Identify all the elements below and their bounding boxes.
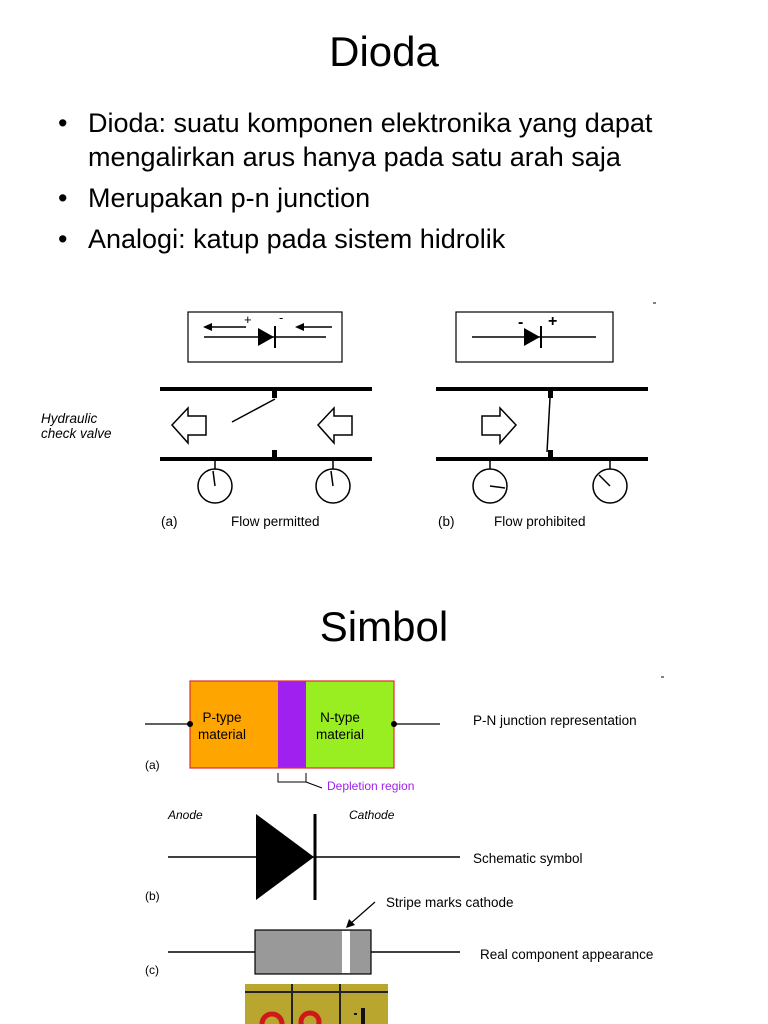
panel-b-letter: (b) [438,514,455,529]
diode-box-b [455,311,614,363]
arrow-pointer-icon [346,919,355,928]
figure-a-letter: (a) [145,758,160,772]
cathode-label: Cathode [349,808,395,822]
stripe-marks-cathode-caption: Stripe marks cathode [386,895,514,910]
bullet-item: •Merupakan p-n junction [58,183,371,213]
flow-arrow-left-icon [170,406,207,445]
diode-triangle-icon [258,328,274,346]
bullet-item: •Dioda: suatu komponen elektronika yang … [58,108,653,172]
depletion-region-label: Depletion region [327,779,415,793]
minus-label: - [518,314,524,331]
figure-c-letter: (c) [145,963,159,977]
schematic-symbol-caption: Schematic symbol [473,851,583,866]
diode-schematic-symbol [168,814,460,900]
bullet-item: •Analogi: katup pada sistem hidrolik [58,224,506,254]
pn-junction-caption: P-N junction representation [473,713,637,728]
p-type-region [190,681,278,768]
pipe-b [436,387,648,504]
flow-prohibited-caption: Flow prohibited [494,514,586,529]
bullet-dot-icon: • [58,183,68,213]
panel-a-letter: (a) [161,514,178,529]
flow-permitted-caption: Flow permitted [231,514,320,529]
plus-label: + [244,312,252,327]
minus-label: - [279,310,284,325]
slide-title-dioda: Dioda [329,28,439,75]
diode-triangle-icon [524,328,540,346]
diode-box-a [187,311,343,363]
p-type-label: P-type material [197,710,246,742]
plus-label: + [548,313,558,330]
diode-component [168,901,460,975]
flow-arrow-right-icon [481,406,518,445]
photo-fragment [245,984,388,1024]
arrow-left-icon [203,323,212,331]
diode-triangle-icon [256,814,314,900]
pipe-a [160,387,372,504]
depletion-region [278,681,306,768]
bullet-dot-icon: • [58,108,68,138]
pn-junction-block [145,680,440,789]
arrow-left-icon [295,323,304,331]
bullet-list: •Dioda: suatu komponen elektronika yang … [58,106,738,263]
real-component-caption: Real component appearance [480,947,654,962]
cathode-stripe [342,931,350,973]
anode-label: Anode [168,808,203,822]
n-type-label: N-type material [315,710,364,742]
figure-b-letter: (b) [145,889,160,903]
bullet-dot-icon: • [58,224,68,254]
slide-title-simbol: Simbol [319,603,449,650]
n-type-region [306,681,394,768]
hydraulic-check-valve-label: Hydraulic check valve [41,411,112,441]
flow-arrow-left-icon [316,406,353,445]
